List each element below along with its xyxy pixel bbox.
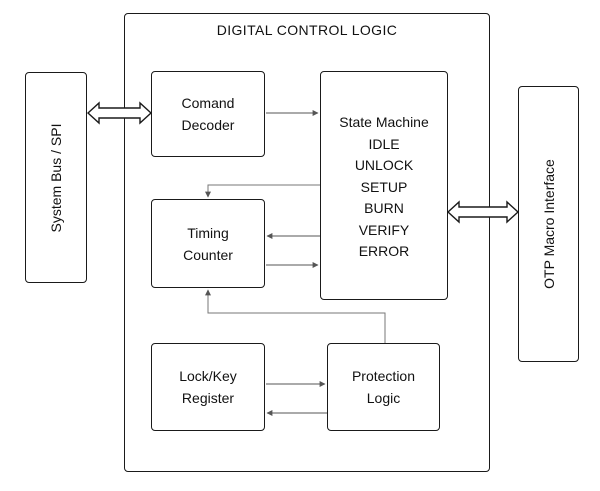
protection-logic-label: Protection Logic xyxy=(351,368,416,406)
otp-macro-interface-block: OTP Macro Interface xyxy=(518,86,579,362)
protection-logic-block: Protection Logic xyxy=(327,343,440,431)
system-bus-spi-label: System Bus / SPI xyxy=(48,123,64,232)
command-decoder-label: Comand Decoder xyxy=(181,95,235,133)
command-decoder-block: Comand Decoder xyxy=(151,71,265,157)
lock-key-register-block: Lock/Key Register xyxy=(151,343,265,431)
timing-counter-block: Timing Counter xyxy=(151,199,265,288)
otp-macro-interface-label: OTP Macro Interface xyxy=(540,159,557,289)
state-machine-label: State Machine IDLE UNLOCK SETUP BURN VER… xyxy=(339,114,429,260)
timing-counter-label: Timing Counter xyxy=(183,224,233,263)
diagram-title: DIGITAL CONTROL LOGIC xyxy=(216,22,398,38)
system-bus-spi-block: System Bus / SPI xyxy=(25,72,87,283)
lock-key-register-label: Lock/Key Register xyxy=(179,368,237,406)
state-machine-block: State Machine IDLE UNLOCK SETUP BURN VER… xyxy=(320,71,448,300)
